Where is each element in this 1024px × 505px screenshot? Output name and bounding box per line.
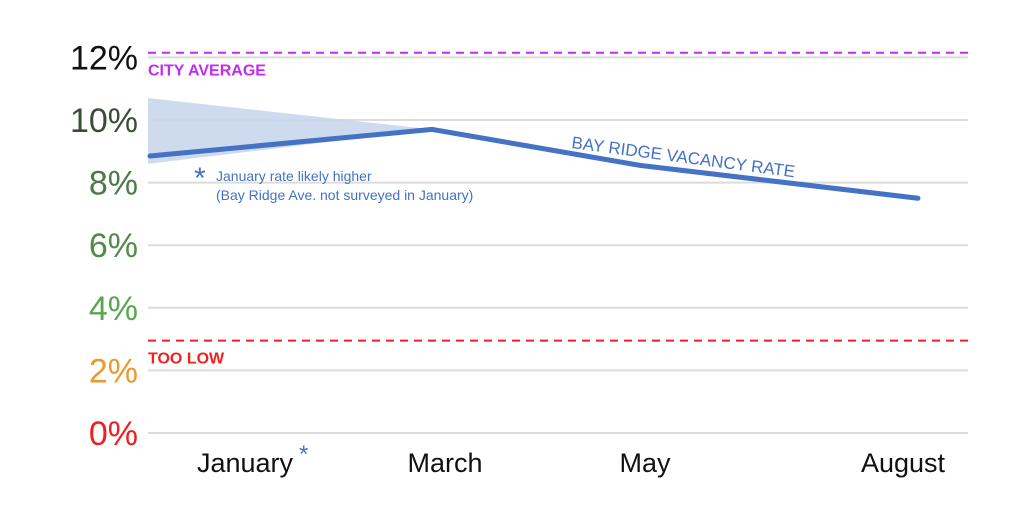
reference-lines: CITY AVERAGE TOO LOW — [148, 51, 968, 368]
reference-line-label: CITY AVERAGE — [148, 63, 266, 80]
y-tick-label: 8% — [89, 165, 138, 203]
annotation-line-2: (Bay Ridge Ave. not surveyed in January) — [216, 187, 473, 203]
annotation-asterisk: * — [194, 162, 206, 195]
x-tick-asterisk: * — [299, 441, 308, 468]
y-tick-label: 4% — [89, 290, 138, 328]
y-tick-label: 10% — [70, 102, 138, 140]
y-tick-label: 2% — [89, 352, 138, 390]
x-tick-label: August — [861, 448, 946, 478]
reference-line-label: TOO LOW — [148, 351, 225, 368]
annotation-line-1: January rate likely higher — [216, 168, 372, 184]
series-line — [147, 126, 921, 201]
y-tick-label: 0% — [89, 415, 138, 453]
x-axis-ticks: January March May August * — [197, 441, 946, 478]
x-tick-label: January — [197, 448, 294, 478]
y-tick-label: 6% — [89, 227, 138, 265]
x-tick-label: March — [407, 448, 482, 478]
y-axis-ticks: 12% 10% 8% 6% 4% 2% 0% — [70, 39, 138, 453]
x-tick-label: May — [619, 448, 671, 478]
y-tick-label: 12% — [70, 39, 138, 77]
